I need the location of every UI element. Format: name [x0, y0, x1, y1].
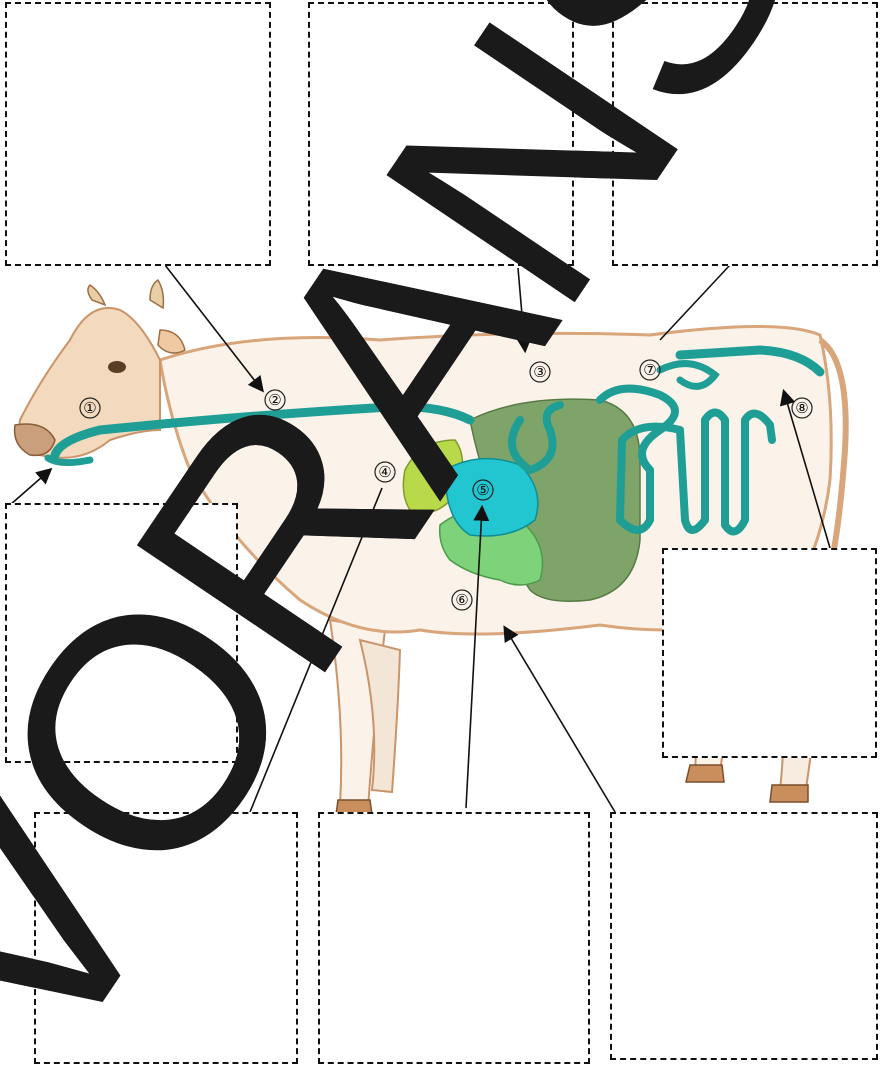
label-box-mid-right[interactable]	[662, 548, 877, 758]
cow-hoof	[686, 765, 724, 782]
leader-line	[10, 470, 50, 505]
svg-text:⑦: ⑦	[643, 361, 656, 379]
mouth-tract	[48, 458, 90, 463]
label-box-top-left[interactable]	[5, 2, 271, 266]
label-box-mid-left[interactable]	[5, 503, 238, 763]
leader-line	[505, 628, 615, 812]
svg-text:⑧: ⑧	[795, 399, 808, 417]
svg-text:①: ①	[83, 399, 96, 417]
label-box-bottom-left[interactable]	[34, 812, 298, 1064]
cow-eye	[108, 361, 126, 373]
cow-horn	[88, 285, 105, 305]
label-box-bottom-right[interactable]	[610, 812, 878, 1060]
label-box-bottom-middle[interactable]	[318, 812, 590, 1064]
label-box-top-right[interactable]	[612, 2, 878, 266]
label-box-top-middle[interactable]	[308, 2, 574, 266]
cow-hoof	[770, 785, 808, 802]
cow-horn	[150, 280, 163, 308]
